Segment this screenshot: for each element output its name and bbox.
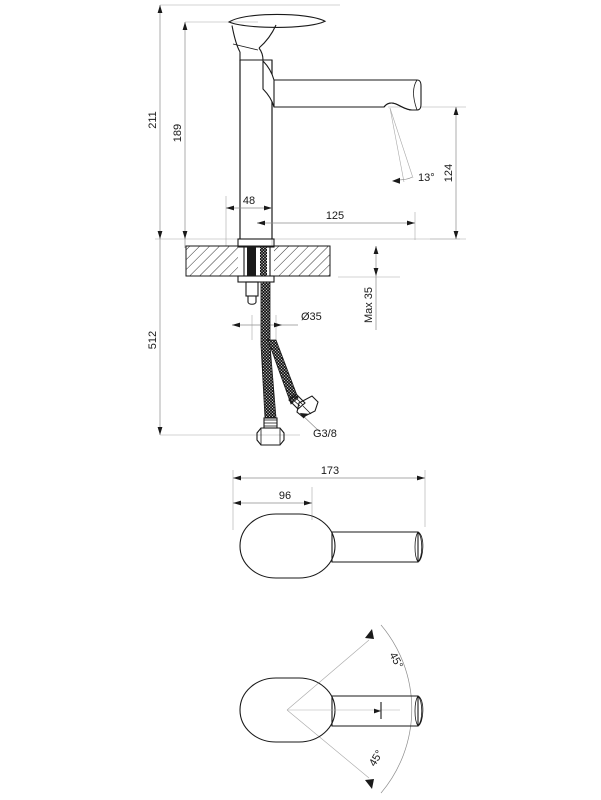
dimension-label-124: 124	[443, 164, 455, 182]
flexible-hoses	[256, 281, 319, 446]
spout-arm	[262, 59, 422, 111]
dimension-width-48: 48	[226, 195, 272, 211]
hex-nut-lower	[256, 427, 285, 446]
dimension-label-45-lower: 45°	[367, 748, 386, 768]
dimension-height-211: 211	[147, 5, 163, 435]
dimension-angle-13: 13°	[389, 107, 435, 184]
front-elevation-view: 211 189 512	[147, 4, 466, 446]
countertop-section	[185, 245, 331, 277]
swivel-arcs: 45° 45°	[286, 624, 413, 794]
dimension-max-35: Max 35	[363, 246, 379, 330]
dimension-diameter-35: Ø35	[232, 311, 322, 328]
dimension-label-96: 96	[279, 490, 291, 502]
dimension-length-173: 173	[233, 465, 425, 481]
top-view-extension-lines	[232, 470, 426, 530]
dimension-label-173: 173	[321, 465, 339, 477]
top-plan-view: 173 96	[232, 465, 426, 579]
dimension-label-48: 48	[243, 195, 255, 207]
dimension-label-45-upper: 45°	[386, 650, 404, 670]
front-view-extension-lines	[155, 4, 466, 340]
dimension-label-189: 189	[172, 124, 184, 142]
dimension-label-diameter-35: Ø35	[301, 311, 322, 323]
dimension-reach-125: 125	[257, 210, 415, 226]
dimension-length-96: 96	[233, 490, 312, 506]
dimension-label-g38: G3/8	[313, 428, 337, 440]
hex-nut-angled	[296, 395, 319, 418]
swivel-range-view: 45° 45°	[239, 624, 424, 794]
dimension-label-max-35: Max 35	[363, 287, 375, 323]
dimension-label-125: 125	[326, 210, 344, 222]
swivel-view-geometry	[239, 677, 424, 743]
dimension-label-512: 512	[147, 331, 159, 349]
mounting-shank	[237, 238, 275, 305]
dimension-length-512: 512	[147, 331, 300, 436]
dimension-height-124: 124	[443, 107, 459, 239]
lever-handle	[227, 13, 327, 61]
callout-g38: G3/8	[299, 412, 337, 440]
hose-coil-lower	[263, 417, 278, 429]
top-view-geometry	[239, 513, 424, 579]
dimension-label-211: 211	[147, 111, 159, 129]
dimension-label-13-deg: 13°	[418, 172, 435, 184]
dimension-height-189: 189	[172, 22, 188, 248]
